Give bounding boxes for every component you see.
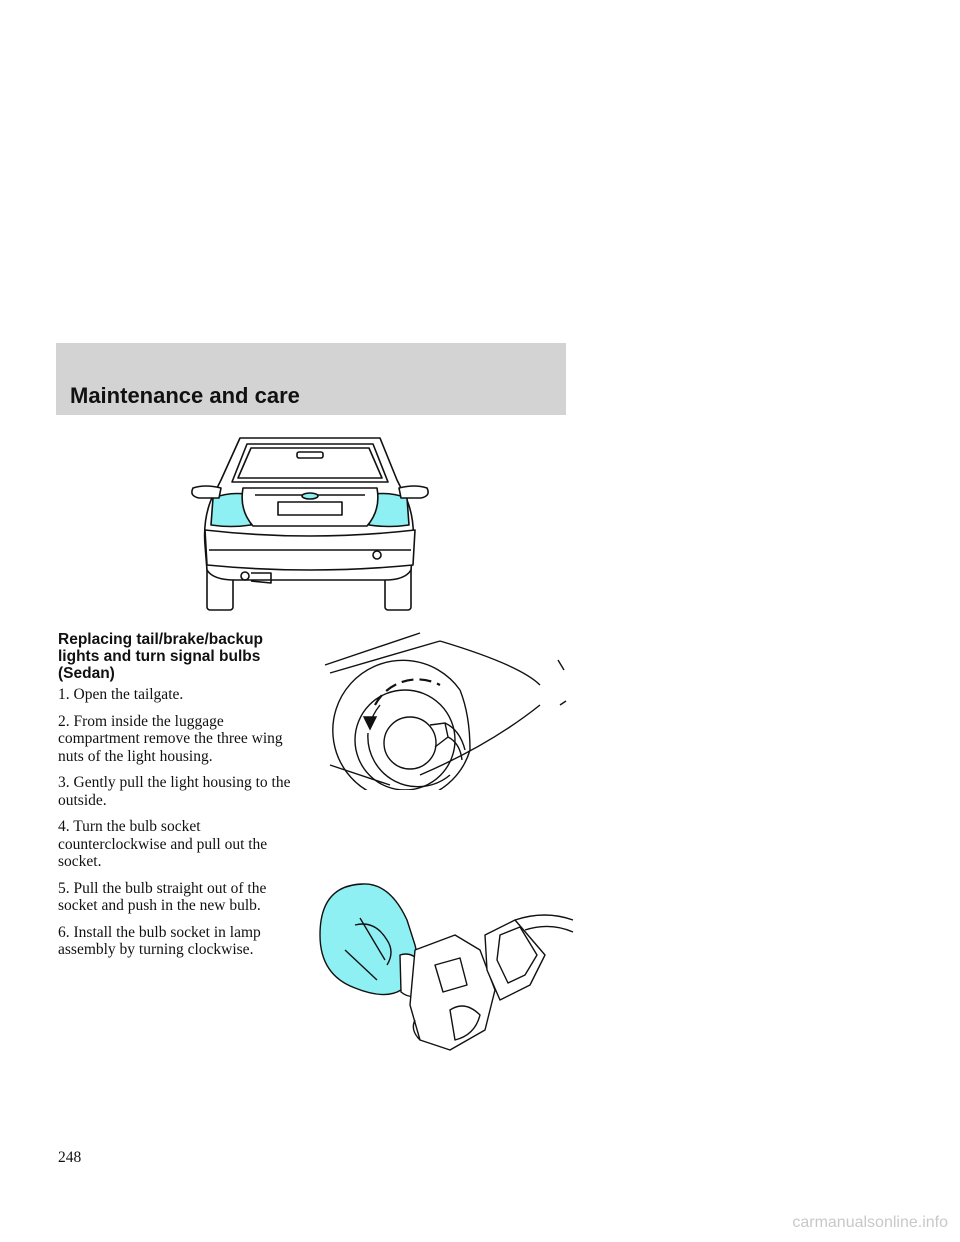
step-3: 3. Gently pull the light housing to the …	[58, 774, 291, 809]
step-4: 4. Turn the bulb socket counterclockwise…	[58, 818, 268, 870]
bulb-and-socket-illustration	[319, 883, 574, 1051]
section-heading: Replacing tail/brake/backup lights and t…	[58, 631, 264, 682]
watermark: carmanualsonline.info	[792, 1214, 948, 1231]
step-5: 5. Pull the bulb straight out of the soc…	[58, 879, 267, 915]
instruction-steps: 1. Open the tailgate. 2. From inside the…	[58, 686, 308, 968]
step-2: 2. From inside the luggage compartment r…	[58, 712, 283, 765]
step-1: 1. Open the tailgate.	[58, 686, 184, 703]
page-section-title: Maintenance and care	[70, 383, 300, 408]
step-6: 6. Install the bulb socket in lamp assem…	[58, 923, 261, 959]
header-band: Maintenance and care	[56, 343, 566, 415]
car-rear-illustration	[191, 437, 429, 611]
light-housing-socket-illustration	[324, 632, 567, 790]
page-number: 248	[58, 1149, 82, 1166]
